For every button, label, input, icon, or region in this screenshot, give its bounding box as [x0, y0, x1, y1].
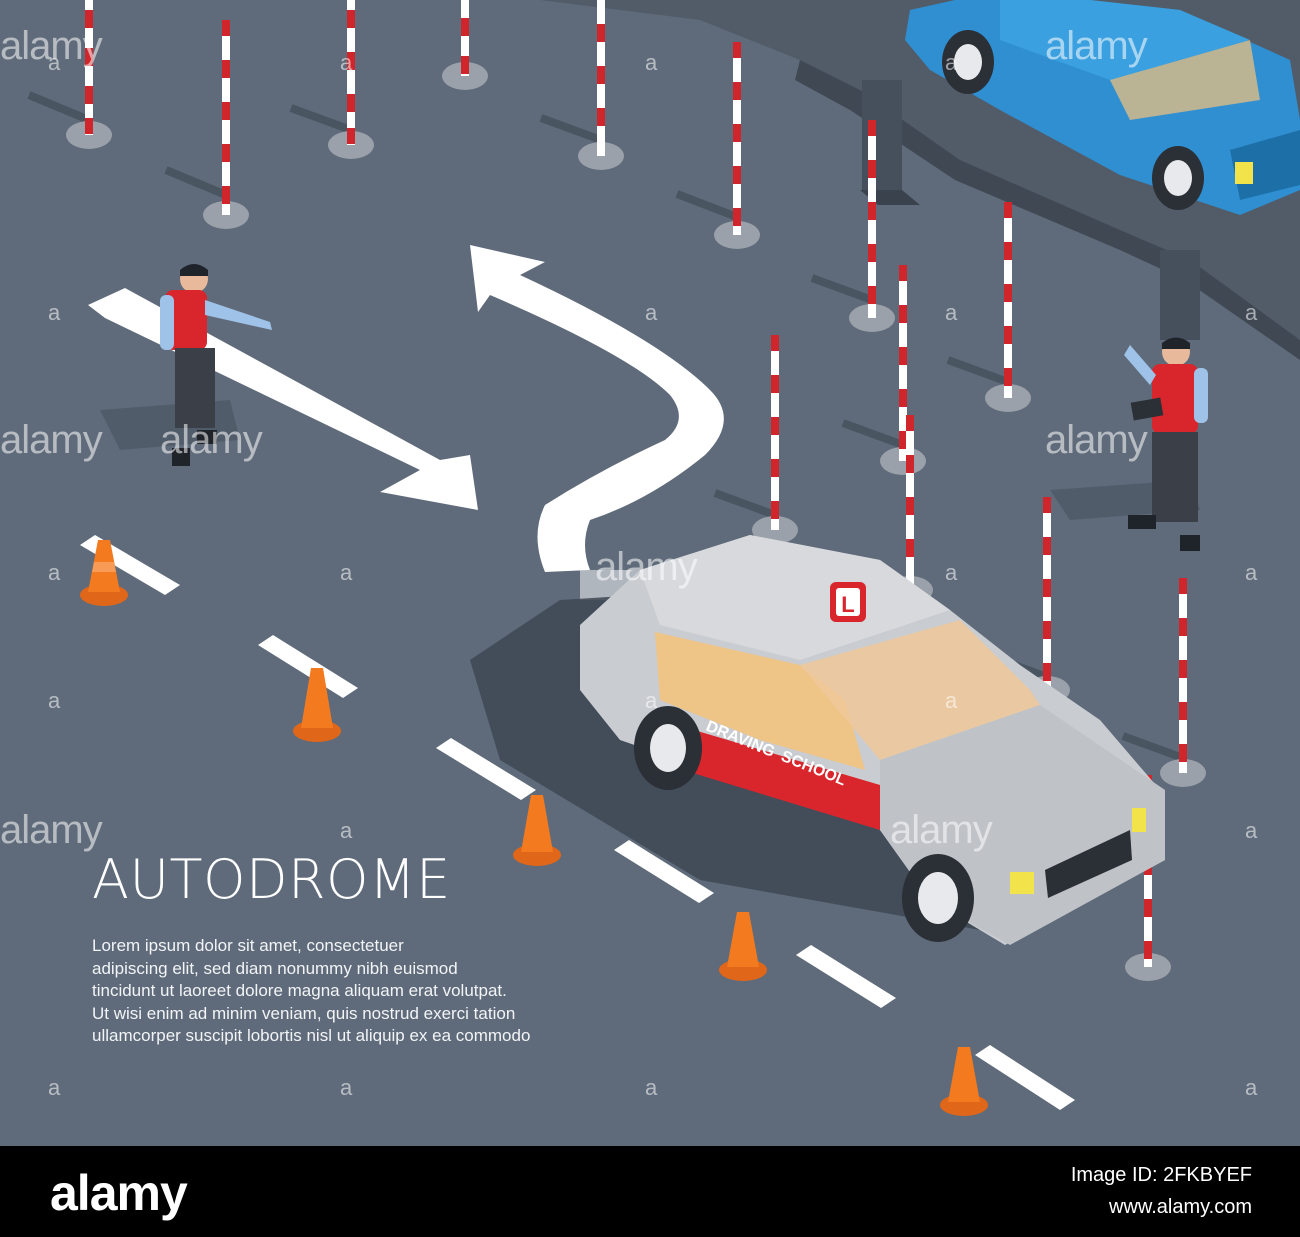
page-title: AUTODROME	[92, 848, 451, 911]
scene-artwork: L DRAVING SCHOOL	[27, 0, 1300, 1116]
watermark-mark: a	[48, 688, 61, 713]
body-line: Ut wisi enim ad minim veniam, quis nostr…	[92, 1003, 516, 1023]
instructor-left	[100, 264, 272, 466]
body-line: Lorem ipsum dolor sit amet, consectetuer	[92, 936, 404, 955]
watermark: alamy	[890, 808, 993, 852]
watermark-mark: a	[645, 688, 658, 713]
watermark-mark: a	[1245, 300, 1258, 325]
watermark-mark: a	[645, 1075, 658, 1100]
watermark-mark: a	[1245, 560, 1258, 585]
watermark: alamy	[1045, 418, 1148, 462]
stock-footer: alamy Image ID: 2FKBYEF www.alamy.com	[0, 1146, 1300, 1237]
watermark-mark: a	[48, 50, 61, 75]
watermark-mark: a	[340, 1075, 353, 1100]
watermark-mark: a	[48, 300, 61, 325]
traffic-cones	[80, 540, 988, 1116]
watermark: alamy	[0, 24, 103, 68]
autodrome-illustration: L DRAVING SCHOOL AUTODROME Lorem ipsum d…	[0, 0, 1300, 1146]
watermark: alamy	[595, 545, 698, 589]
slalom-poles	[27, 0, 1206, 981]
watermark-mark: a	[340, 560, 353, 585]
driving-school-car: L DRAVING SCHOOL	[580, 535, 1165, 945]
watermark-mark: a	[1245, 1075, 1258, 1100]
watermark-mark: a	[945, 300, 958, 325]
watermark-mark: a	[340, 818, 353, 843]
watermark-mark: a	[945, 50, 958, 75]
watermark: alamy	[0, 418, 103, 462]
watermark-mark: a	[48, 1075, 61, 1100]
watermark-mark: a	[1245, 818, 1258, 843]
learner-sign-letter: L	[841, 592, 854, 617]
watermark-mark: a	[645, 50, 658, 75]
watermark-mark: a	[945, 688, 958, 713]
watermark: alamy	[1045, 24, 1148, 68]
watermark: alamy	[0, 808, 103, 852]
image-id-label: Image ID: 2FKBYEF	[1070, 1164, 1252, 1186]
watermark-mark: a	[48, 560, 61, 585]
body-line: ullamcorper suscipit lobortis nisl ut al…	[92, 1026, 531, 1045]
watermark-mark: a	[945, 560, 958, 585]
body-line: adipiscing elit, sed diam nonummy nibh e…	[92, 958, 458, 978]
watermark-mark: a	[645, 300, 658, 325]
footer-site-url: www.alamy.com	[1109, 1196, 1252, 1218]
watermark-mark: a	[340, 50, 353, 75]
body-line: tincidunt ut laoreet dolore magna aliqua…	[92, 981, 507, 1000]
body-paragraph: Lorem ipsum dolor sit amet, consectetuer…	[92, 935, 652, 1048]
watermark: alamy	[160, 418, 263, 462]
footer-brand-logo: alamy	[50, 1165, 188, 1221]
blue-car	[905, 0, 1300, 215]
instructor-right	[1050, 337, 1208, 551]
